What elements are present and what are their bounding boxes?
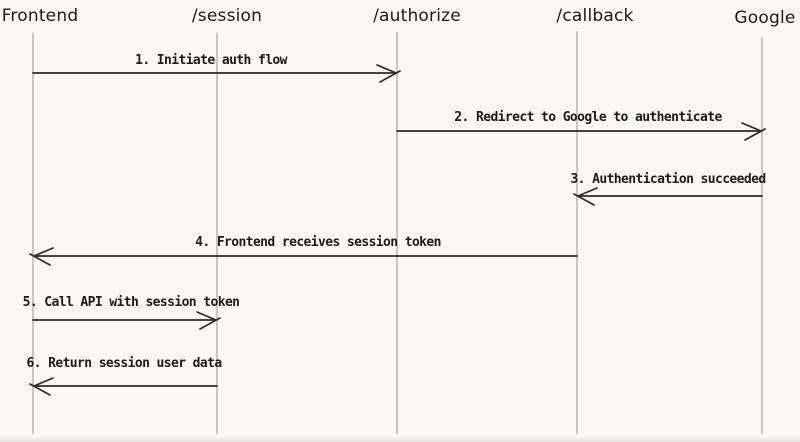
actor-label-callback: /callback bbox=[556, 6, 634, 26]
message-label-5: 5. Call API with session token bbox=[22, 295, 240, 310]
actor-label-authorize: /authorize bbox=[373, 6, 461, 26]
message-arrow-2 bbox=[396, 122, 766, 141]
message-label-6: 6. Return session user data bbox=[26, 356, 222, 371]
actor-label-frontend: Frontend bbox=[1, 6, 79, 26]
message-arrow-3 bbox=[573, 187, 763, 206]
message-arrow-4 bbox=[29, 247, 578, 266]
message-arrow-1 bbox=[32, 64, 401, 83]
message-arrow-5 bbox=[32, 311, 221, 330]
actor-label-session: /session bbox=[191, 6, 263, 26]
message-label-3: 3. Authentication succeeded bbox=[570, 172, 766, 187]
actor-label-google: Google bbox=[734, 8, 796, 28]
message-label-1: 1. Initiate auth flow bbox=[135, 53, 287, 68]
message-label-4: 4. Frontend receives session token bbox=[195, 235, 441, 250]
message-label-2: 2. Redirect to Google to authenticate bbox=[454, 110, 722, 125]
message-arrow-6 bbox=[29, 377, 218, 396]
